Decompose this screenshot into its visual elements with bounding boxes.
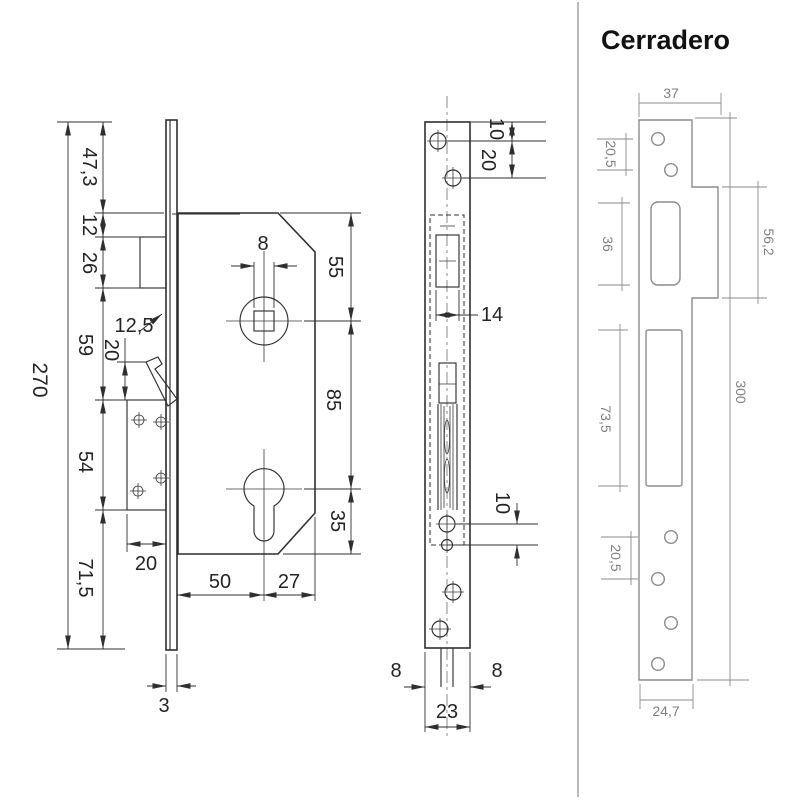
- dim-lower-hole-spacing: 20,5: [608, 544, 624, 571]
- faceplate-outline: [424, 121, 471, 649]
- screw-hole-icon: [651, 657, 666, 672]
- dim-cylinder-to-bottom: 35: [326, 510, 348, 532]
- strike-plate-view: 37 20,5 36 73,5 20,5 56,2 300: [597, 85, 777, 719]
- bottom-screw-holes: [429, 581, 464, 640]
- faceplate-front-view: 10 20 14: [390, 96, 546, 738]
- bolt-opening: [645, 329, 683, 487]
- dim-mid-section: 59: [74, 334, 96, 356]
- screw-hole-icon: [664, 162, 679, 177]
- striation-lens: [443, 458, 450, 494]
- dim-bolt-opening-height: 73,5: [598, 405, 614, 432]
- dim-cylinder-to-edge: 27: [278, 571, 300, 593]
- dim-upper-hole-spacing: 20,5: [603, 140, 619, 167]
- dim-top-width: 37: [663, 85, 679, 101]
- deadbolt-opening: [438, 362, 457, 404]
- dim-latch-width: 14: [481, 304, 503, 326]
- dim-left-margin: 8: [390, 660, 401, 682]
- dim-spindle-square: 8: [257, 233, 268, 255]
- dim-latch-opening-height: 36: [600, 236, 616, 252]
- lock-side-view: 270 47,3 12 26 59 54 71,5 20 12,5 20 3: [28, 119, 240, 717]
- dim-total-height: 270: [28, 362, 51, 397]
- lock-case-front-view: 8 55 85 35 50 27: [177, 212, 361, 601]
- screw-hole-icon: [664, 530, 679, 545]
- hook-latch: [145, 356, 178, 407]
- leader-12-5: [139, 313, 163, 332]
- lock-case-side: [126, 399, 167, 511]
- dim-bottom-section: 71,5: [74, 559, 96, 598]
- screw-hole-icon: [651, 572, 666, 587]
- screw-posts: [130, 412, 169, 499]
- dim-top-section: 47,3: [78, 148, 100, 187]
- dim-plate-width: 23: [436, 701, 458, 723]
- latch-slot-side: [139, 236, 167, 289]
- dim-latch-offset: 12: [78, 214, 100, 236]
- latch-opening: [650, 201, 681, 286]
- striation-lens: [443, 419, 450, 455]
- dim-faceplate-thickness: 3: [158, 695, 169, 717]
- latch-opening: [435, 234, 460, 288]
- lower-pin-holes: [436, 514, 458, 553]
- cylinder-front-striations: [437, 404, 458, 510]
- dim-spindle-to-cylinder: 85: [322, 389, 344, 411]
- dim-backset: 50: [209, 571, 231, 593]
- screw-hole-icon: [651, 131, 666, 146]
- strike-plate-outline: [638, 119, 719, 681]
- dim-lip-height: 56,2: [761, 228, 777, 255]
- dim-case-height: 54: [74, 451, 96, 473]
- dim-latch-slot: 26: [78, 252, 100, 274]
- dim-hook-projection: 12,5: [115, 315, 154, 337]
- dim-hole-spacing: 20: [477, 149, 499, 171]
- dim-top-to-hole: 10: [485, 118, 507, 140]
- dim-right-margin: 8: [491, 660, 502, 682]
- dim-total-height: 300: [733, 380, 749, 404]
- top-screw-holes: [427, 130, 464, 189]
- dim-case-depth: 20: [135, 553, 157, 575]
- case-outline: [177, 212, 316, 555]
- screw-hole-icon: [664, 616, 679, 631]
- dim-bottom-width: 24,7: [652, 703, 679, 719]
- dim-top-to-spindle: 55: [324, 256, 346, 278]
- dim-lower-hole-spacing: 10: [491, 492, 513, 514]
- strike-plate-title: Cerradero: [601, 25, 730, 55]
- faceplate-side-outline: [165, 119, 178, 651]
- dim-hook-to-case: 20: [100, 339, 122, 361]
- euro-cylinder-hole: [243, 468, 285, 542]
